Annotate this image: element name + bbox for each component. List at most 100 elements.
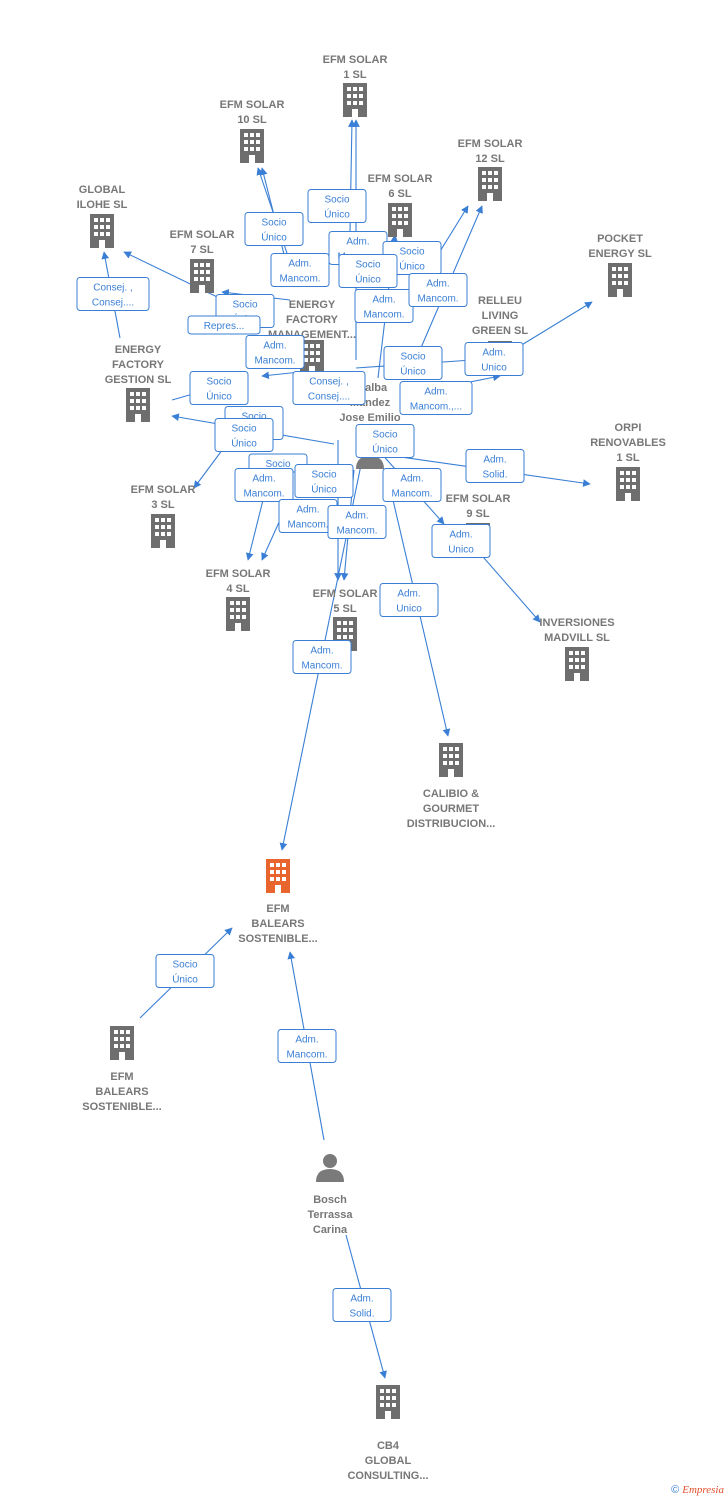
relation-tag[interactable]: Adm.Solid. bbox=[465, 449, 525, 483]
node-efm-baleares-main[interactable]: EFM BALEARS SOSTENIBLE... bbox=[238, 859, 318, 945]
node-label[interactable]: INVERSIONES bbox=[539, 617, 614, 629]
node-label[interactable]: 3 SL bbox=[151, 499, 175, 511]
node-label[interactable]: 1 SL bbox=[343, 69, 367, 81]
node-label[interactable]: 12 SL bbox=[475, 153, 505, 165]
building-icon[interactable] bbox=[376, 1385, 400, 1419]
relation-tag[interactable]: Adm.Unico bbox=[379, 583, 439, 617]
node-label[interactable]: 9 SL bbox=[466, 508, 490, 520]
node-label[interactable]: EFM SOLAR bbox=[220, 99, 285, 111]
node-efm3[interactable]: EFM SOLAR 3 SL bbox=[131, 484, 196, 548]
node-label[interactable]: EFM SOLAR bbox=[313, 588, 378, 600]
relation-tag[interactable]: Adm.Solid. bbox=[332, 1288, 392, 1322]
building-icon[interactable] bbox=[608, 263, 632, 297]
node-efm6[interactable]: EFM SOLAR 6 SL bbox=[368, 173, 433, 237]
node-madvill[interactable]: INVERSIONES MADVILL SL bbox=[539, 617, 615, 681]
node-label[interactable]: POCKET bbox=[597, 233, 643, 245]
node-label[interactable]: Terrassa bbox=[307, 1209, 353, 1221]
relation-tag[interactable]: Adm.Mancom. bbox=[354, 289, 414, 323]
brand-logo[interactable]: Empresia bbox=[682, 1484, 724, 1496]
node-efm10[interactable]: EFM SOLAR 10 SL bbox=[220, 99, 285, 163]
node-label[interactable]: EFM SOLAR bbox=[368, 173, 433, 185]
relation-tag[interactable]: Adm.Unico bbox=[464, 342, 524, 376]
node-label[interactable]: SOSTENIBLE... bbox=[238, 933, 317, 945]
building-icon[interactable] bbox=[343, 83, 367, 117]
node-label[interactable]: CALIBIO & bbox=[423, 788, 479, 800]
building-icon[interactable] bbox=[151, 514, 175, 548]
node-label[interactable]: ENERGY SL bbox=[588, 248, 652, 260]
node-efm1[interactable]: EFM SOLAR 1 SL bbox=[323, 54, 388, 117]
node-label[interactable]: FACTORY bbox=[286, 314, 339, 326]
node-label[interactable]: 7 SL bbox=[190, 244, 214, 256]
node-label[interactable]: CONSULTING... bbox=[347, 1470, 428, 1482]
relation-tag[interactable]: Adm.Unico bbox=[431, 524, 491, 558]
relation-tag[interactable]: Adm.Mancom. bbox=[292, 640, 352, 674]
node-label[interactable]: SOSTENIBLE... bbox=[82, 1101, 161, 1113]
node-label[interactable]: GLOBAL bbox=[79, 184, 126, 196]
node-label[interactable]: 4 SL bbox=[226, 583, 250, 595]
building-icon[interactable] bbox=[478, 167, 502, 201]
node-pocket[interactable]: POCKET ENERGY SL bbox=[588, 233, 652, 297]
node-label[interactable]: EFM bbox=[266, 903, 289, 915]
node-label[interactable]: ILOHE SL bbox=[77, 199, 128, 211]
node-label[interactable]: EFM SOLAR bbox=[131, 484, 196, 496]
relation-tag[interactable]: Adm.Mancom. bbox=[234, 468, 294, 502]
node-label[interactable]: ENERGY bbox=[115, 344, 162, 356]
node-label[interactable]: 10 SL bbox=[237, 114, 267, 126]
node-label[interactable]: MADVILL SL bbox=[544, 632, 610, 644]
node-label[interactable]: 6 SL bbox=[388, 188, 412, 200]
relation-tag[interactable]: Adm.Mancom. bbox=[277, 1029, 337, 1063]
relation-tag[interactable]: Adm.Mancom. bbox=[278, 499, 338, 533]
relation-tag[interactable]: Consej. ,Consej.... bbox=[292, 371, 366, 405]
relation-tag[interactable]: Adm.Mancom. bbox=[327, 505, 387, 539]
node-label[interactable]: EFM SOLAR bbox=[323, 54, 388, 66]
relation-tag[interactable]: Adm.Mancom. bbox=[270, 253, 330, 287]
node-label[interactable]: EFM SOLAR bbox=[458, 138, 523, 150]
building-icon[interactable] bbox=[565, 647, 589, 681]
node-label[interactable]: BALEARS bbox=[251, 918, 304, 930]
building-icon[interactable] bbox=[240, 129, 264, 163]
node-label[interactable]: GLOBAL bbox=[365, 1455, 412, 1467]
node-calibio[interactable]: CALIBIO &GOURMETDISTRIBUCION... bbox=[407, 743, 496, 830]
node-label[interactable]: ENERGY bbox=[289, 299, 336, 311]
node-efm4[interactable]: EFM SOLAR 4 SL bbox=[206, 568, 271, 631]
node-efm12[interactable]: EFM SOLAR 12 SL bbox=[458, 138, 523, 201]
node-label[interactable]: FACTORY bbox=[112, 359, 165, 371]
building-icon[interactable] bbox=[388, 203, 412, 237]
node-efm5[interactable]: EFM SOLAR 5 SL bbox=[313, 588, 378, 651]
node-global-ilohe[interactable]: GLOBAL ILOHE SL bbox=[77, 184, 128, 248]
node-label[interactable]: Carina bbox=[313, 1224, 348, 1236]
node-label[interactable]: LIVING bbox=[482, 310, 519, 322]
building-icon[interactable] bbox=[616, 467, 640, 501]
relation-tag[interactable]: Adm.Mancom. bbox=[408, 273, 468, 307]
building-icon[interactable] bbox=[90, 214, 114, 248]
person-icon[interactable] bbox=[316, 1154, 344, 1182]
building-icon[interactable] bbox=[226, 597, 250, 631]
relation-tag[interactable]: Repres... bbox=[187, 315, 261, 335]
node-label[interactable]: GREEN SL bbox=[472, 325, 529, 337]
node-label[interactable]: EFM SOLAR bbox=[206, 568, 271, 580]
building-icon[interactable] bbox=[190, 259, 214, 293]
node-label[interactable]: EFM bbox=[110, 1071, 133, 1083]
node-label[interactable]: CB4 bbox=[377, 1440, 400, 1452]
node-label[interactable]: 5 SL bbox=[333, 603, 357, 615]
building-icon[interactable] bbox=[126, 388, 150, 422]
relation-tag[interactable]: Adm.Mancom. bbox=[382, 468, 442, 502]
node-label[interactable]: Jose Emilio bbox=[339, 412, 400, 424]
relation-tag[interactable]: Adm.Mancom. bbox=[245, 335, 305, 369]
node-label[interactable]: BALEARS bbox=[95, 1086, 148, 1098]
relation-tag[interactable]: Adm.Mancom.,... bbox=[399, 381, 473, 415]
